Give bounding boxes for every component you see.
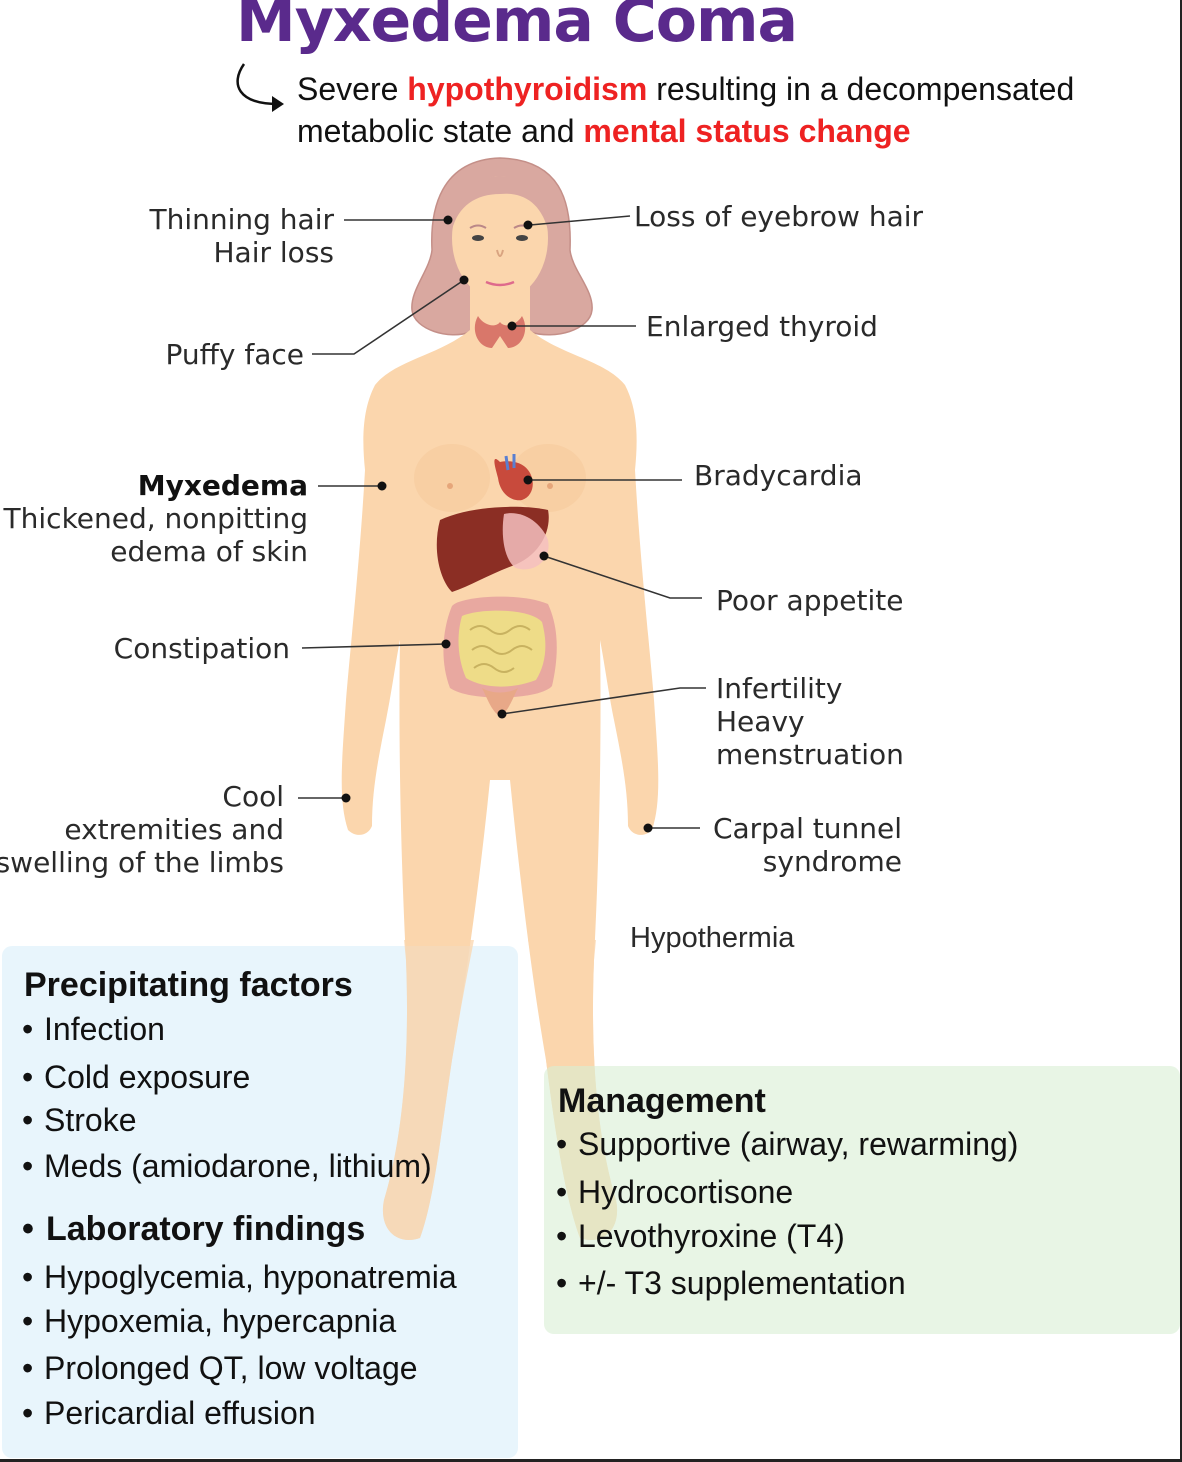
- list-item: •Pericardial effusion: [22, 1395, 316, 1431]
- management-panel: [544, 1066, 1180, 1334]
- list-item: •Meds (amiodarone, lithium): [22, 1148, 432, 1184]
- frame-border-right: [1180, 0, 1182, 1462]
- label-poor-appetite: Poor appetite: [716, 584, 904, 617]
- precipitating-heading: Precipitating factors: [24, 966, 353, 1004]
- subtitle-line-2: metabolic state and mental status change: [297, 113, 911, 149]
- curved-arrow-icon: [236, 63, 284, 112]
- label-infertility: Infertility Heavy menstruation: [716, 672, 904, 771]
- list-item: •Stroke: [22, 1102, 137, 1138]
- label-thinning-hair: Thinning hair Hair loss: [149, 203, 334, 269]
- page-title: Myxedema Coma: [236, 0, 798, 56]
- list-item: •Hypoglycemia, hyponatremia: [22, 1259, 457, 1295]
- face-shape: [452, 176, 548, 300]
- subtitle-line-1: Severe hypothyroidism resulting in a dec…: [297, 71, 1075, 107]
- label-eyebrow: Loss of eyebrow hair: [634, 200, 924, 233]
- label-bradycardia: Bradycardia: [694, 459, 863, 492]
- label-carpal-tunnel: Carpal tunnel syndrome: [712, 812, 902, 878]
- heart-shape: [494, 459, 533, 501]
- list-item: •Levothyroxine (T4): [556, 1218, 845, 1254]
- list-item: •Cold exposure: [22, 1059, 251, 1095]
- label-constipation: Constipation: [113, 632, 290, 665]
- frame-border-bottom: [0, 1459, 1182, 1462]
- list-item: •Hypoxemia, hypercapnia: [22, 1303, 397, 1339]
- list-item: •Hydrocortisone: [556, 1174, 794, 1210]
- list-item: •+/- T3 supplementation: [556, 1265, 906, 1301]
- list-item: •Supportive (airway, rewarming): [556, 1126, 1019, 1162]
- label-puffy-face: Puffy face: [165, 338, 304, 371]
- label-enlarged-thyroid: Enlarged thyroid: [646, 310, 878, 343]
- list-item: •Prolonged QT, low voltage: [22, 1350, 418, 1386]
- label-myxedema: Myxedema Thickened, nonpitting edema of …: [3, 469, 308, 568]
- laboratory-heading: •Laboratory findings: [22, 1210, 366, 1248]
- list-item: •Infection: [22, 1011, 165, 1047]
- management-heading: Management: [558, 1082, 766, 1120]
- uterus-shape: [482, 688, 518, 716]
- thyroid-shape: [474, 316, 526, 348]
- label-cool-extremities: Cool extremities and swelling of the lim…: [0, 780, 284, 879]
- label-hypothermia: Hypothermia: [630, 922, 795, 954]
